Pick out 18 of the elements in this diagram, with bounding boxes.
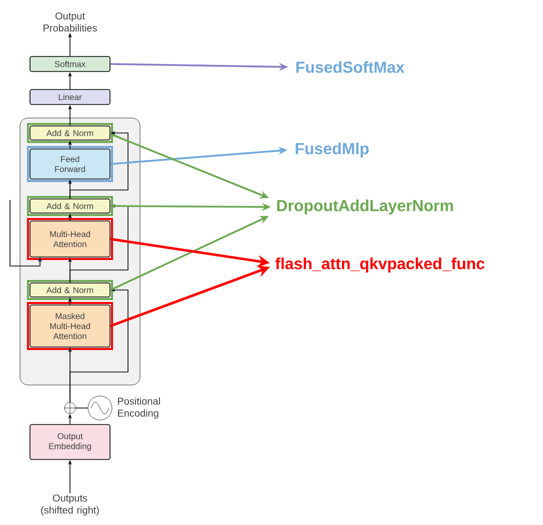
masked-attention-box: Masked Multi-Head Attention (27, 302, 113, 350)
embedding-box: Output Embedding (30, 424, 110, 460)
softmax-box: Softmax (30, 56, 110, 72)
add-circle (64, 402, 76, 414)
function-label: DropoutAddLayerNorm (277, 200, 453, 214)
function-label: FusedMlp (296, 142, 369, 158)
sine-wave-circle (88, 396, 112, 420)
outputs-label: Outputs (shifted right) (41, 494, 99, 516)
add-norm-box: Add & Norm (27, 123, 113, 143)
positional-encoding-label: Positional Encoding (118, 397, 160, 419)
function-label: FusedSoftMax (296, 61, 405, 73)
attention-box: Multi-Head Attention (27, 218, 113, 260)
function-label: flash_attn_qkvpacked_func (275, 258, 484, 272)
add-norm-box: Add & Norm (27, 196, 113, 216)
add-norm-box: Add & Norm (27, 280, 113, 300)
linear-box: Linear (30, 89, 110, 105)
feed-forward-box: Feed Forward (27, 146, 113, 182)
output-label: Output Probabilities (44, 12, 97, 32)
